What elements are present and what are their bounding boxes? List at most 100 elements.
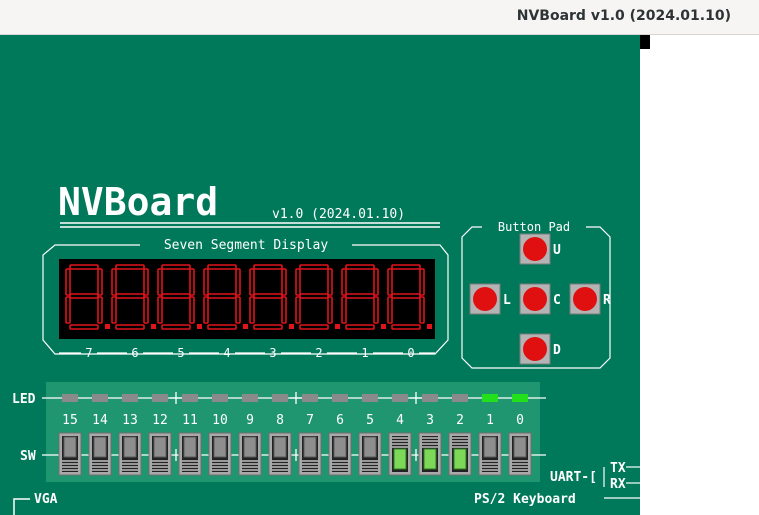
- segment-dp-7: [105, 324, 110, 329]
- segment-2-6: [299, 293, 329, 299]
- led-3: [422, 394, 438, 402]
- io-index-label: 8: [276, 413, 284, 428]
- io-index-label: 11: [182, 413, 198, 428]
- switch-0-knob: [513, 436, 527, 458]
- sw-label: SW: [20, 449, 36, 464]
- led-6: [332, 394, 348, 402]
- io-index-label: 1: [486, 413, 494, 428]
- button-right-label: R: [603, 293, 611, 308]
- switch-5[interactable]: [358, 432, 382, 476]
- segment-5-3: [161, 324, 191, 330]
- switch-1[interactable]: [478, 432, 502, 476]
- segment-1-0: [345, 264, 375, 270]
- segment-0-1: [419, 268, 425, 296]
- io-index-label: 12: [152, 413, 168, 428]
- led-11: [182, 394, 198, 402]
- segment-2-3: [299, 324, 329, 330]
- seg-digit-label: 6: [131, 346, 138, 360]
- led-12: [152, 394, 168, 402]
- switch-4-knob: [393, 448, 407, 470]
- io-index-label: 14: [92, 413, 108, 428]
- button-down[interactable]: [523, 337, 547, 361]
- led-label: LED: [12, 392, 36, 407]
- led-7: [302, 394, 318, 402]
- segment-6-1: [143, 268, 149, 296]
- button-up[interactable]: [523, 237, 547, 261]
- led-1: [482, 394, 498, 402]
- uart-label: UART-[: [550, 470, 597, 485]
- segment-3-2: [281, 296, 287, 324]
- version-text: v1.0 (2024.01.10): [272, 207, 405, 222]
- io-index-label: 6: [336, 413, 344, 428]
- nvboard-panel: NVBoard v1.0 (2024.01.10) Seven Segment …: [0, 35, 640, 515]
- button-right[interactable]: [573, 287, 597, 311]
- segment-3-5: [249, 268, 255, 296]
- switch-0[interactable]: [508, 432, 532, 476]
- switch-14[interactable]: [88, 432, 112, 476]
- switch-10[interactable]: [208, 432, 232, 476]
- segment-0-5: [387, 268, 393, 296]
- switch-12[interactable]: [148, 432, 172, 476]
- switch-13[interactable]: [118, 432, 142, 476]
- io-index-label: 7: [306, 413, 314, 428]
- switch-9[interactable]: [238, 432, 262, 476]
- segment-5-0: [161, 264, 191, 270]
- segment-2-2: [327, 296, 333, 324]
- switch-7-knob: [303, 436, 317, 458]
- right-pane: [640, 35, 759, 515]
- seg-title: Seven Segment Display: [164, 238, 329, 253]
- segment-2-5: [295, 268, 301, 296]
- switch-15-knob: [63, 436, 77, 458]
- button-down-label: D: [553, 343, 561, 358]
- switch-13-knob: [123, 436, 137, 458]
- switch-15[interactable]: [58, 432, 82, 476]
- switch-12-knob: [153, 436, 167, 458]
- switch-11-knob: [183, 436, 197, 458]
- segment-0-3: [391, 324, 421, 330]
- button-up-label: U: [553, 243, 561, 258]
- switch-8-knob: [273, 436, 287, 458]
- segment-6-5: [111, 268, 117, 296]
- led-8: [272, 394, 288, 402]
- seg-digit-label: 3: [269, 346, 276, 360]
- segment-3-4: [249, 296, 255, 324]
- io-index-label: 5: [366, 413, 374, 428]
- segment-7-4: [65, 296, 71, 324]
- switch-4[interactable]: [388, 432, 412, 476]
- switch-7[interactable]: [298, 432, 322, 476]
- pane-edge-marker: [640, 35, 650, 49]
- seg-digit-label: 7: [85, 346, 92, 360]
- seg-digit-label: 0: [407, 346, 414, 360]
- switch-14-knob: [93, 436, 107, 458]
- uart-rx-label: RX: [610, 477, 626, 492]
- segment-dp-1: [381, 324, 386, 329]
- segment-7-6: [69, 293, 99, 299]
- segment-dp-5: [197, 324, 202, 329]
- segment-1-2: [373, 296, 379, 324]
- switch-11[interactable]: [178, 432, 202, 476]
- io-index-label: 13: [122, 413, 138, 428]
- io-index-label: 3: [426, 413, 434, 428]
- button-center[interactable]: [523, 287, 547, 311]
- segment-dp-2: [335, 324, 340, 329]
- segment-4-2: [235, 296, 241, 324]
- segment-4-5: [203, 268, 209, 296]
- switch-3[interactable]: [418, 432, 442, 476]
- switch-1-knob: [483, 436, 497, 458]
- switch-6-knob: [333, 436, 347, 458]
- segment-7-2: [97, 296, 103, 324]
- button-left[interactable]: [473, 287, 497, 311]
- switch-2[interactable]: [448, 432, 472, 476]
- io-index-label: 10: [212, 413, 228, 428]
- segment-2-1: [327, 268, 333, 296]
- switch-8[interactable]: [268, 432, 292, 476]
- switch-6[interactable]: [328, 432, 352, 476]
- switch-2-knob: [453, 448, 467, 470]
- segment-4-3: [207, 324, 237, 330]
- led-10: [212, 394, 228, 402]
- led-9: [242, 394, 258, 402]
- io-index-label: 0: [516, 413, 524, 428]
- btn-title-bg: [482, 220, 586, 234]
- window-titlebar: NVBoard v1.0 (2024.01.10): [0, 0, 759, 35]
